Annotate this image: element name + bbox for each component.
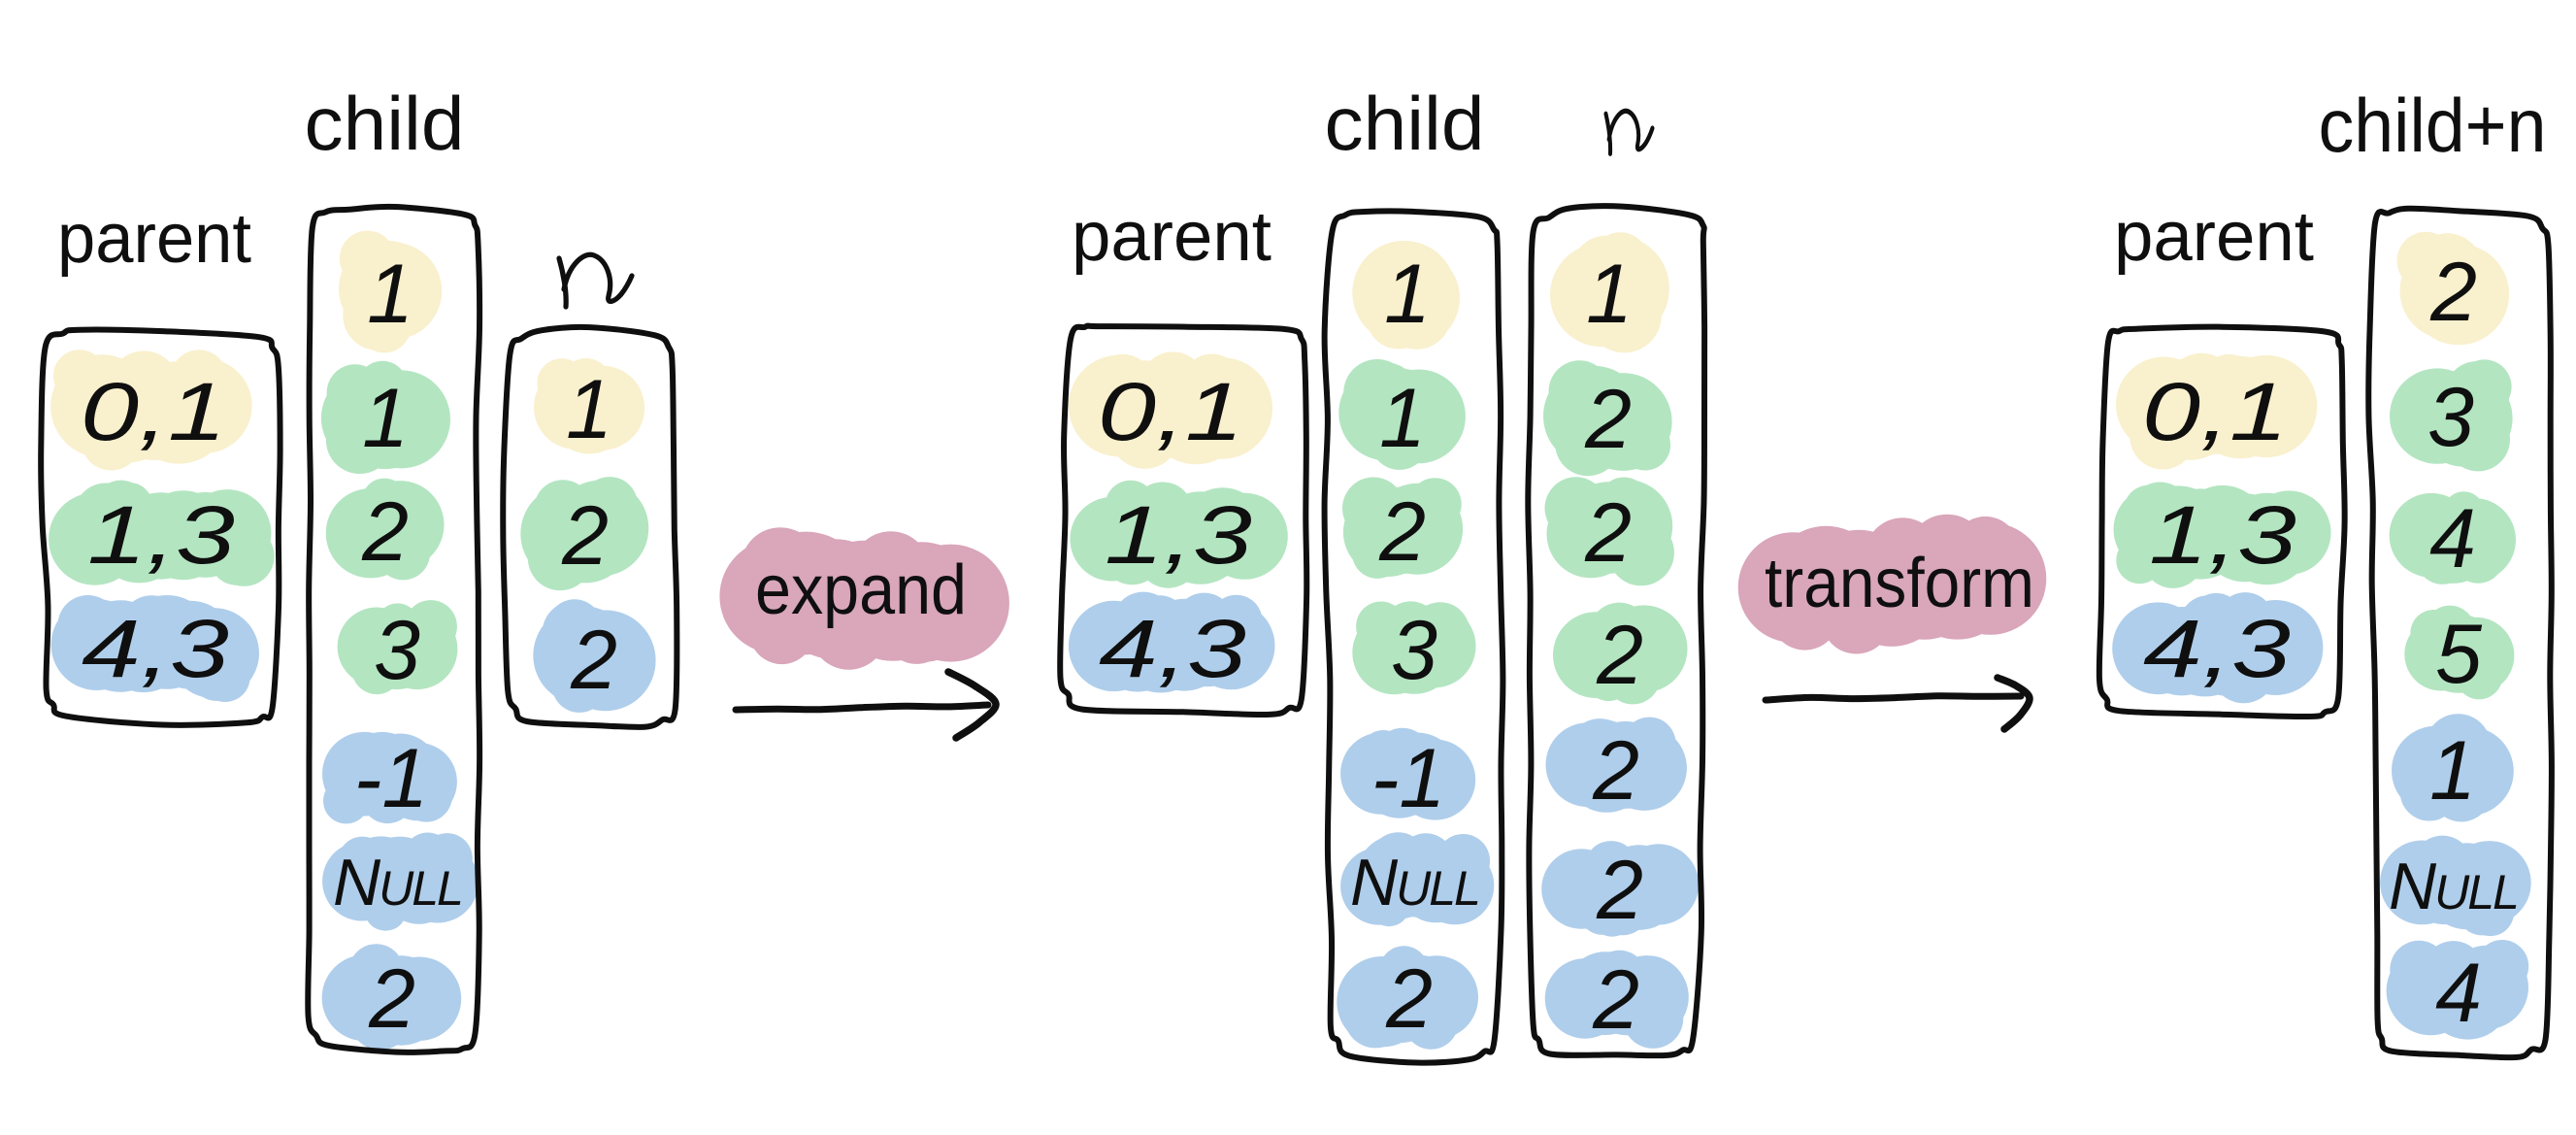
- svg-text:expand: expand: [755, 551, 967, 629]
- svg-text:1: 1: [1379, 372, 1426, 465]
- svg-text:2: 2: [1596, 609, 1643, 702]
- svg-text:2: 2: [1385, 952, 1433, 1046]
- svg-text:2: 2: [1592, 724, 1639, 818]
- svg-text:4: 4: [2429, 492, 2476, 585]
- svg-text:4: 4: [2435, 947, 2482, 1040]
- svg-text:4,3: 4,3: [1099, 603, 1246, 694]
- svg-text:1,3: 1,3: [2149, 489, 2296, 581]
- svg-text:4,3: 4,3: [82, 603, 229, 694]
- svg-text:3: 3: [2427, 371, 2474, 464]
- svg-text:1,3: 1,3: [1105, 489, 1252, 581]
- svg-text:child: child: [1325, 81, 1485, 166]
- svg-text:2: 2: [561, 489, 609, 583]
- svg-text:2: 2: [1584, 373, 1632, 466]
- svg-text:1: 1: [367, 248, 413, 341]
- svg-text:1: 1: [1384, 248, 1431, 341]
- svg-text:1: 1: [1586, 248, 1633, 341]
- svg-text:2: 2: [368, 952, 415, 1046]
- svg-text:parent: parent: [57, 200, 251, 278]
- svg-text:parent: parent: [1072, 198, 1271, 276]
- svg-text:1,3: 1,3: [87, 489, 235, 581]
- svg-text:transform: transform: [1765, 545, 2034, 622]
- svg-text:1: 1: [2429, 724, 2476, 818]
- svg-text:0,1: 0,1: [2142, 366, 2288, 457]
- svg-text:2: 2: [2429, 246, 2477, 339]
- svg-text:2: 2: [570, 614, 617, 707]
- svg-text:child+n: child+n: [2319, 83, 2547, 168]
- svg-text:4,3: 4,3: [2143, 603, 2291, 694]
- svg-text:-1: -1: [1371, 732, 1445, 825]
- svg-text:2: 2: [1584, 486, 1632, 580]
- svg-text:0,1: 0,1: [81, 366, 226, 457]
- svg-text:2: 2: [1378, 485, 1426, 579]
- svg-text:2: 2: [1596, 844, 1643, 937]
- svg-text:child: child: [305, 81, 465, 166]
- svg-text:5: 5: [2435, 608, 2483, 701]
- svg-text:3: 3: [1391, 604, 1437, 697]
- svg-text:2: 2: [1592, 953, 1639, 1047]
- svg-text:0,1: 0,1: [1098, 366, 1243, 457]
- svg-text:parent: parent: [2114, 198, 2314, 276]
- svg-text:3: 3: [374, 604, 420, 697]
- svg-text:1: 1: [362, 372, 409, 465]
- svg-text:1: 1: [566, 363, 612, 456]
- svg-text:2: 2: [361, 485, 409, 579]
- svg-text:-1: -1: [354, 732, 428, 825]
